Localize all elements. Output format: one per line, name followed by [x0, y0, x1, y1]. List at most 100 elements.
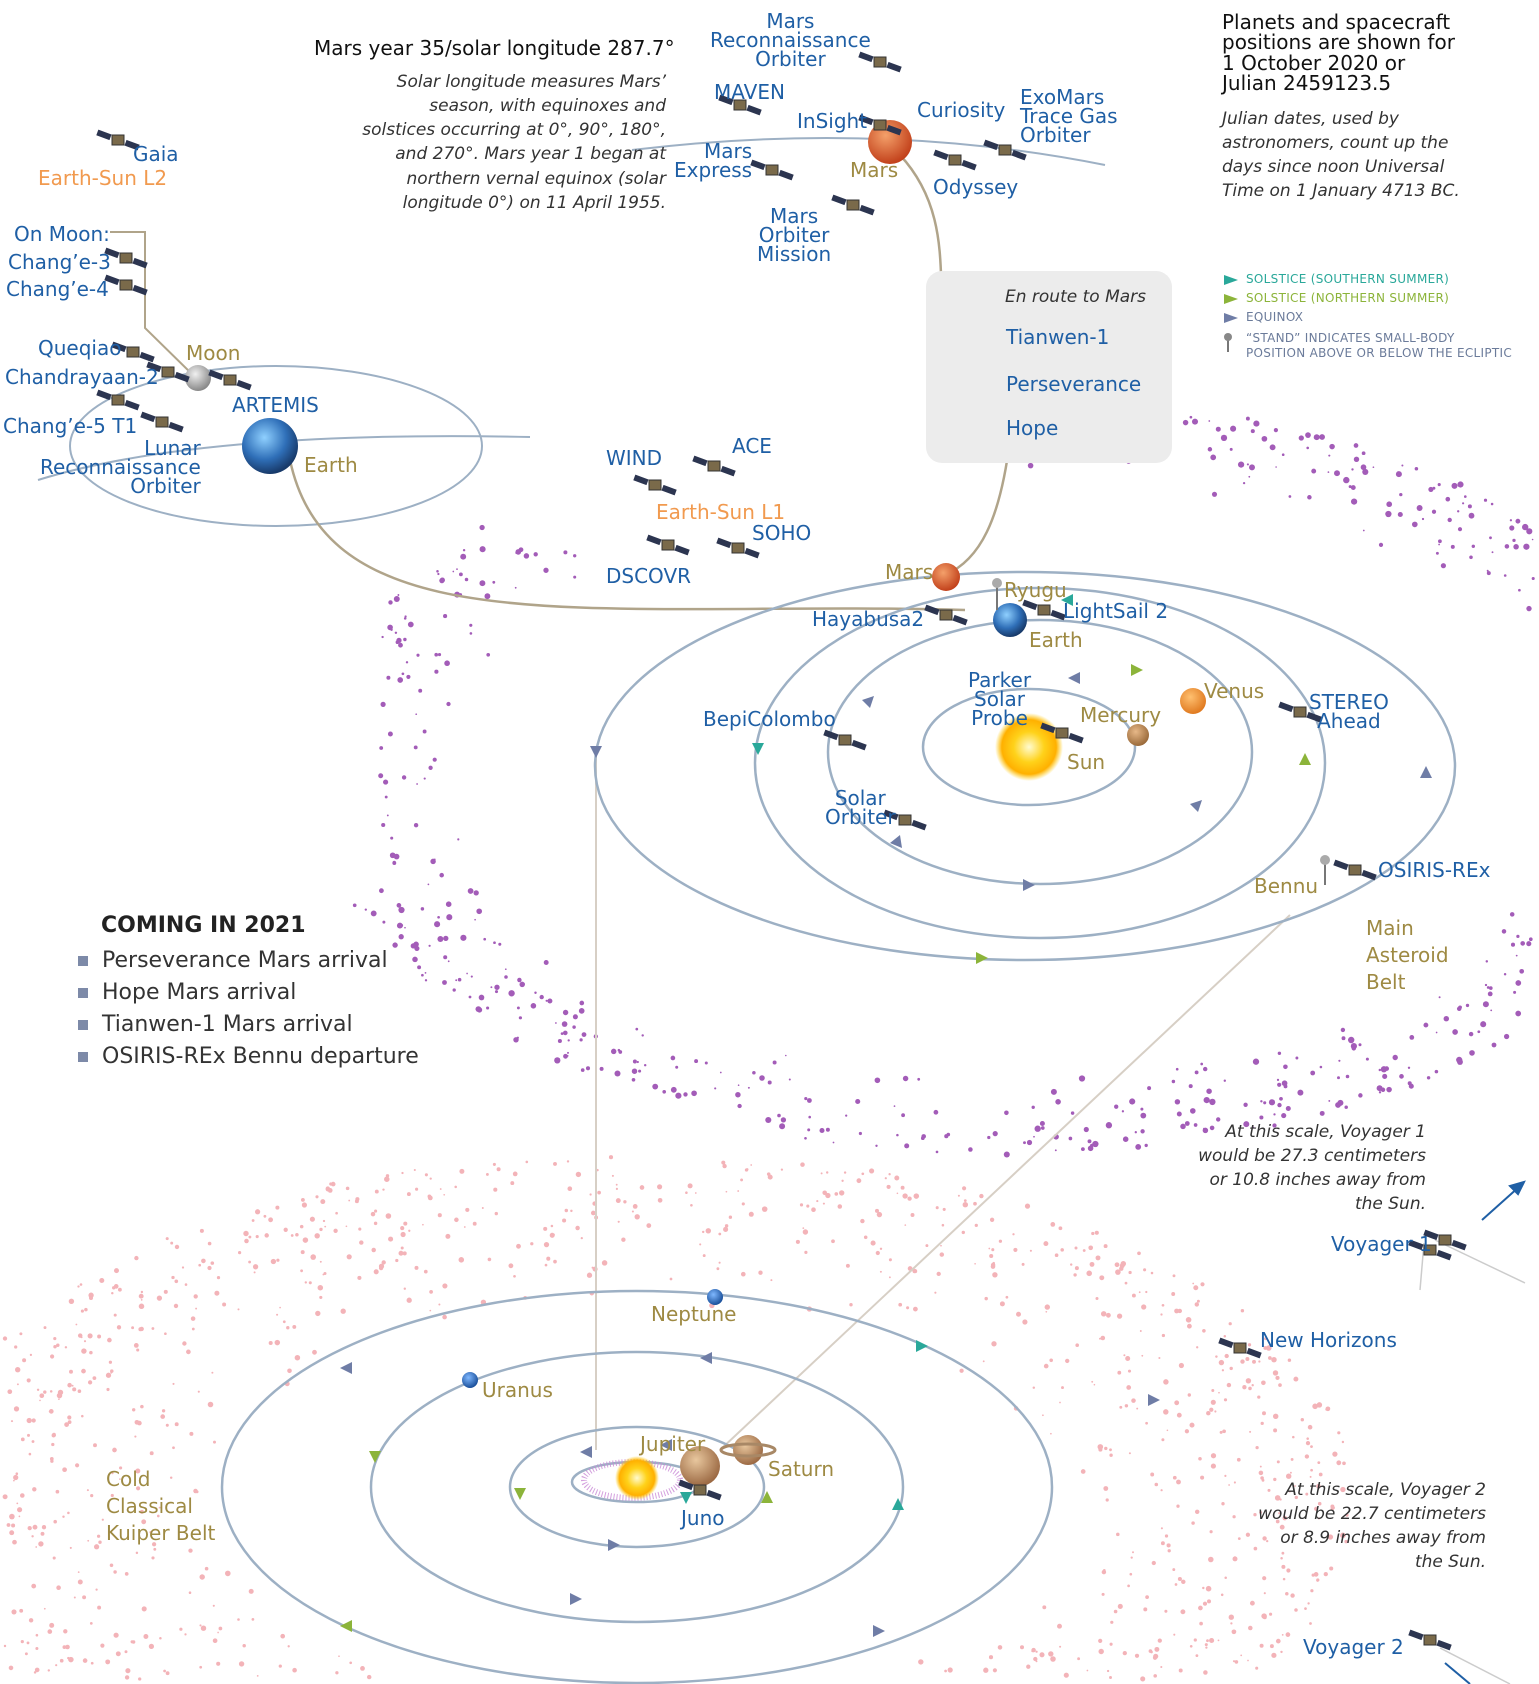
belt-dot	[1192, 1282, 1195, 1285]
belt-dot	[1338, 1059, 1341, 1062]
belt-dot	[47, 1669, 51, 1672]
belt-dot	[1247, 1659, 1249, 1662]
belt-dot	[1395, 471, 1402, 478]
belt-dot	[384, 795, 388, 799]
ryugu-label: Ryugu	[1004, 578, 1067, 602]
belt-dot	[1166, 1429, 1169, 1432]
belt-dot	[1504, 544, 1510, 549]
belt-dot	[940, 1244, 942, 1247]
belt-dot	[427, 1194, 432, 1199]
belt-dot	[151, 1556, 155, 1560]
en-route-title: En route to Mars	[1005, 287, 1147, 307]
belt-dot	[481, 1207, 484, 1209]
belt-dot	[1185, 1317, 1192, 1323]
belt-dot	[765, 1116, 772, 1124]
legend-solstice-north: SOLSTICE (NORTHERN SUMMER)	[1222, 289, 1512, 308]
belt-dot	[467, 888, 474, 894]
belt-dot	[1272, 1370, 1279, 1376]
belt-dot	[1210, 1399, 1216, 1405]
belt-dot	[1164, 1609, 1168, 1613]
belt-dot	[243, 1230, 249, 1237]
belt-dot	[466, 972, 468, 975]
belt-dot	[904, 1224, 907, 1226]
belt-dot	[806, 1204, 810, 1208]
belt-dot	[225, 1570, 231, 1577]
earth-label: Earth	[304, 453, 358, 477]
spacecraft-icon	[858, 114, 902, 136]
belt-dot	[322, 1219, 326, 1223]
belt-dot	[1288, 1490, 1291, 1493]
belt-dot	[349, 1661, 353, 1665]
belt-dot	[63, 1629, 68, 1634]
belt-dot	[199, 1574, 205, 1580]
belt-dot	[832, 1141, 835, 1144]
belt-dot	[735, 1091, 741, 1098]
belt-dot	[333, 1228, 338, 1233]
belt-dot	[1309, 1475, 1312, 1478]
belt-dot	[567, 1039, 570, 1042]
belt-dot	[101, 1518, 104, 1521]
belt-dot	[388, 1236, 394, 1242]
belt-dot	[1191, 1521, 1195, 1525]
belt-dot	[1232, 1556, 1238, 1562]
belt-dot	[780, 1117, 787, 1123]
belt-dot	[601, 1260, 608, 1266]
belt-dot	[1487, 991, 1493, 997]
belt-dot	[479, 524, 485, 531]
belt-dot	[722, 1163, 727, 1169]
belt-dot	[643, 1063, 647, 1067]
belt-dot	[1050, 1432, 1052, 1435]
belt-dot	[170, 1241, 174, 1245]
voyager1-note: At this scale, Voyager 1 would be 27.3 c…	[1198, 1122, 1426, 1215]
belt-dot	[912, 1268, 917, 1274]
belt-dot	[158, 1506, 161, 1509]
belt-dot	[1277, 1051, 1282, 1056]
belt-dot	[1272, 1123, 1277, 1128]
belt-dot	[1209, 1125, 1215, 1131]
belt-dot	[1260, 1421, 1264, 1426]
belt-dot	[1262, 1536, 1267, 1541]
belt-dot	[140, 1290, 144, 1294]
perseverance-label: Perseverance	[1006, 372, 1142, 396]
spacecraft-icon	[1408, 1629, 1452, 1651]
belt-dot	[615, 1183, 618, 1186]
belt-dot	[395, 1258, 399, 1263]
belt-dot	[904, 1143, 910, 1149]
belt-dot	[839, 1190, 845, 1196]
belt-dot	[184, 1633, 187, 1636]
belt-dot	[1033, 1656, 1038, 1662]
belt-dot	[983, 1667, 989, 1673]
belt-dot	[1457, 510, 1460, 513]
belt-dot	[300, 1197, 305, 1202]
belt-dot	[1325, 1408, 1328, 1411]
belt-dot	[632, 1204, 638, 1209]
belt-dot	[1035, 1650, 1038, 1653]
belt-dot	[516, 1036, 519, 1039]
belt-dot	[1189, 1422, 1195, 1428]
belt-dot	[454, 1185, 457, 1189]
belt-dot	[1147, 1086, 1152, 1091]
belt-dot	[913, 1306, 918, 1312]
belt-dot	[77, 1579, 83, 1585]
belt-dot	[1228, 1484, 1230, 1486]
belt-dot	[989, 1253, 994, 1259]
belt-dot	[494, 1211, 498, 1216]
belt-dot	[545, 999, 548, 1002]
neptune-orbit	[220, 1289, 1054, 1684]
belt-dot	[1323, 1571, 1328, 1577]
belt-dot	[280, 1633, 286, 1639]
belt-dot	[886, 1184, 891, 1189]
belt-dot	[1223, 1079, 1226, 1082]
belt-dot	[675, 1092, 682, 1099]
belt-dot	[870, 1240, 876, 1246]
belt-dot	[26, 1417, 32, 1424]
belt-dot	[248, 1260, 252, 1264]
belt-dot	[1048, 1651, 1054, 1657]
belt-dot	[1294, 1495, 1298, 1500]
lightsail-2-label: LightSail 2	[1063, 599, 1169, 623]
belt-dot	[1307, 495, 1312, 500]
belt-dot	[562, 1009, 569, 1016]
belt-dot	[52, 1556, 56, 1560]
belt-dot	[1160, 1527, 1163, 1530]
belt-dot	[319, 1295, 323, 1299]
